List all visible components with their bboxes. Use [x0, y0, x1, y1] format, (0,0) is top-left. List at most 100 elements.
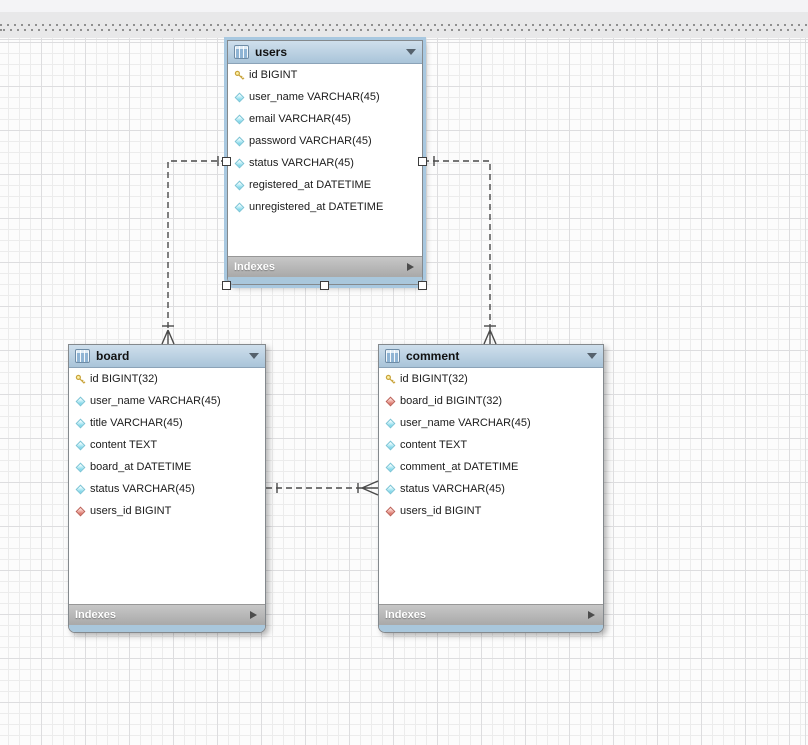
table-footer-strip — [228, 277, 422, 284]
column-list: id BIGINT user_name VARCHAR(45) — [228, 64, 422, 218]
indexes-label: Indexes — [234, 261, 275, 273]
chevron-down-icon[interactable] — [587, 353, 597, 359]
column-icon — [384, 417, 396, 429]
column-label: board_at DATETIME — [90, 461, 192, 473]
column-icon — [74, 395, 86, 407]
column-icon — [233, 91, 245, 103]
chevron-down-icon[interactable] — [249, 353, 259, 359]
table-icon — [385, 349, 400, 363]
table-comment[interactable]: comment id BIGINT(32) — [378, 344, 604, 633]
column-label: content TEXT — [90, 439, 158, 451]
canvas-top-margin — [0, 0, 808, 38]
table-title: comment — [406, 349, 460, 363]
table-body-spacer — [69, 522, 265, 604]
column-row[interactable]: password VARCHAR(45) — [228, 130, 422, 152]
foreign-key-icon — [384, 505, 396, 517]
column-row[interactable]: users_id BIGINT — [379, 500, 603, 522]
column-icon — [384, 439, 396, 451]
table-body-spacer — [228, 218, 422, 256]
column-row[interactable]: status VARCHAR(45) — [69, 478, 265, 500]
column-row[interactable]: content TEXT — [69, 434, 265, 456]
indexes-label: Indexes — [75, 609, 116, 621]
table-header[interactable]: comment — [379, 345, 603, 368]
column-row[interactable]: status VARCHAR(45) — [228, 152, 422, 174]
column-label: status VARCHAR(45) — [249, 157, 354, 169]
table-title: users — [255, 45, 288, 59]
table-footer-strip — [379, 625, 603, 632]
column-icon — [74, 439, 86, 451]
indexes-bar[interactable]: Indexes — [228, 256, 422, 277]
column-icon — [233, 201, 245, 213]
column-list: id BIGINT(32) user_name VARCHAR(45) — [69, 368, 265, 522]
column-row[interactable]: comment_at DATETIME — [379, 456, 603, 478]
column-label: user_name VARCHAR(45) — [400, 417, 531, 429]
column-row[interactable]: board_id BIGINT(32) — [379, 390, 603, 412]
column-row[interactable]: registered_at DATETIME — [228, 174, 422, 196]
column-list: id BIGINT(32) board_id BIGINT(32) — [379, 368, 603, 522]
column-row[interactable]: unregistered_at DATETIME — [228, 196, 422, 218]
column-label: status VARCHAR(45) — [90, 483, 195, 495]
column-label: id BIGINT — [249, 69, 298, 81]
table-header[interactable]: board — [69, 345, 265, 368]
indexes-bar[interactable]: Indexes — [379, 604, 603, 625]
column-row[interactable]: user_name VARCHAR(45) — [228, 86, 422, 108]
page-boundary-dots — [0, 24, 808, 26]
column-row[interactable]: user_name VARCHAR(45) — [379, 412, 603, 434]
chevron-down-icon[interactable] — [406, 49, 416, 55]
table-header[interactable]: users — [228, 41, 422, 64]
column-row[interactable]: users_id BIGINT — [69, 500, 265, 522]
column-row[interactable]: user_name VARCHAR(45) — [69, 390, 265, 412]
column-row[interactable]: board_at DATETIME — [69, 456, 265, 478]
column-icon — [384, 483, 396, 495]
table-body-spacer — [379, 522, 603, 604]
table-title: board — [96, 349, 130, 363]
table-footer-strip — [69, 625, 265, 632]
column-label: user_name VARCHAR(45) — [90, 395, 221, 407]
column-row[interactable]: title VARCHAR(45) — [69, 412, 265, 434]
column-row[interactable]: status VARCHAR(45) — [379, 478, 603, 500]
table-users[interactable]: users id BIGINT — [224, 37, 426, 288]
column-icon — [233, 113, 245, 125]
column-label: content TEXT — [400, 439, 468, 451]
foreign-key-icon — [74, 505, 86, 517]
column-label: id BIGINT(32) — [400, 373, 468, 385]
column-icon — [233, 179, 245, 191]
column-row[interactable]: email VARCHAR(45) — [228, 108, 422, 130]
selection-handle[interactable] — [320, 281, 329, 290]
expand-right-icon[interactable] — [588, 611, 595, 619]
column-label: registered_at DATETIME — [249, 179, 372, 191]
column-label: user_name VARCHAR(45) — [249, 91, 380, 103]
selection-handle[interactable] — [418, 281, 427, 290]
column-row[interactable]: id BIGINT(32) — [379, 368, 603, 390]
column-label: users_id BIGINT — [400, 505, 482, 517]
indexes-bar[interactable]: Indexes — [69, 604, 265, 625]
column-label: password VARCHAR(45) — [249, 135, 372, 147]
column-label: comment_at DATETIME — [400, 461, 519, 473]
column-row[interactable]: id BIGINT — [228, 64, 422, 86]
column-icon — [74, 461, 86, 473]
column-icon — [233, 135, 245, 147]
indexes-label: Indexes — [385, 609, 426, 621]
key-icon — [233, 69, 245, 81]
column-label: board_id BIGINT(32) — [400, 395, 503, 407]
foreign-key-icon — [384, 395, 396, 407]
column-label: email VARCHAR(45) — [249, 113, 351, 125]
table-board[interactable]: board id BIGINT(32) — [68, 344, 266, 633]
column-icon — [74, 417, 86, 429]
column-row[interactable]: id BIGINT(32) — [69, 368, 265, 390]
selection-handle[interactable] — [222, 157, 231, 166]
selection-handle[interactable] — [222, 281, 231, 290]
selection-handle[interactable] — [418, 157, 427, 166]
column-label: users_id BIGINT — [90, 505, 172, 517]
expand-right-icon[interactable] — [250, 611, 257, 619]
column-label: title VARCHAR(45) — [90, 417, 183, 429]
column-label: id BIGINT(32) — [90, 373, 158, 385]
table-icon — [234, 45, 249, 59]
column-label: unregistered_at DATETIME — [249, 201, 384, 213]
column-icon — [384, 461, 396, 473]
column-label: status VARCHAR(45) — [400, 483, 505, 495]
column-row[interactable]: content TEXT — [379, 434, 603, 456]
column-icon — [74, 483, 86, 495]
expand-right-icon[interactable] — [407, 263, 414, 271]
